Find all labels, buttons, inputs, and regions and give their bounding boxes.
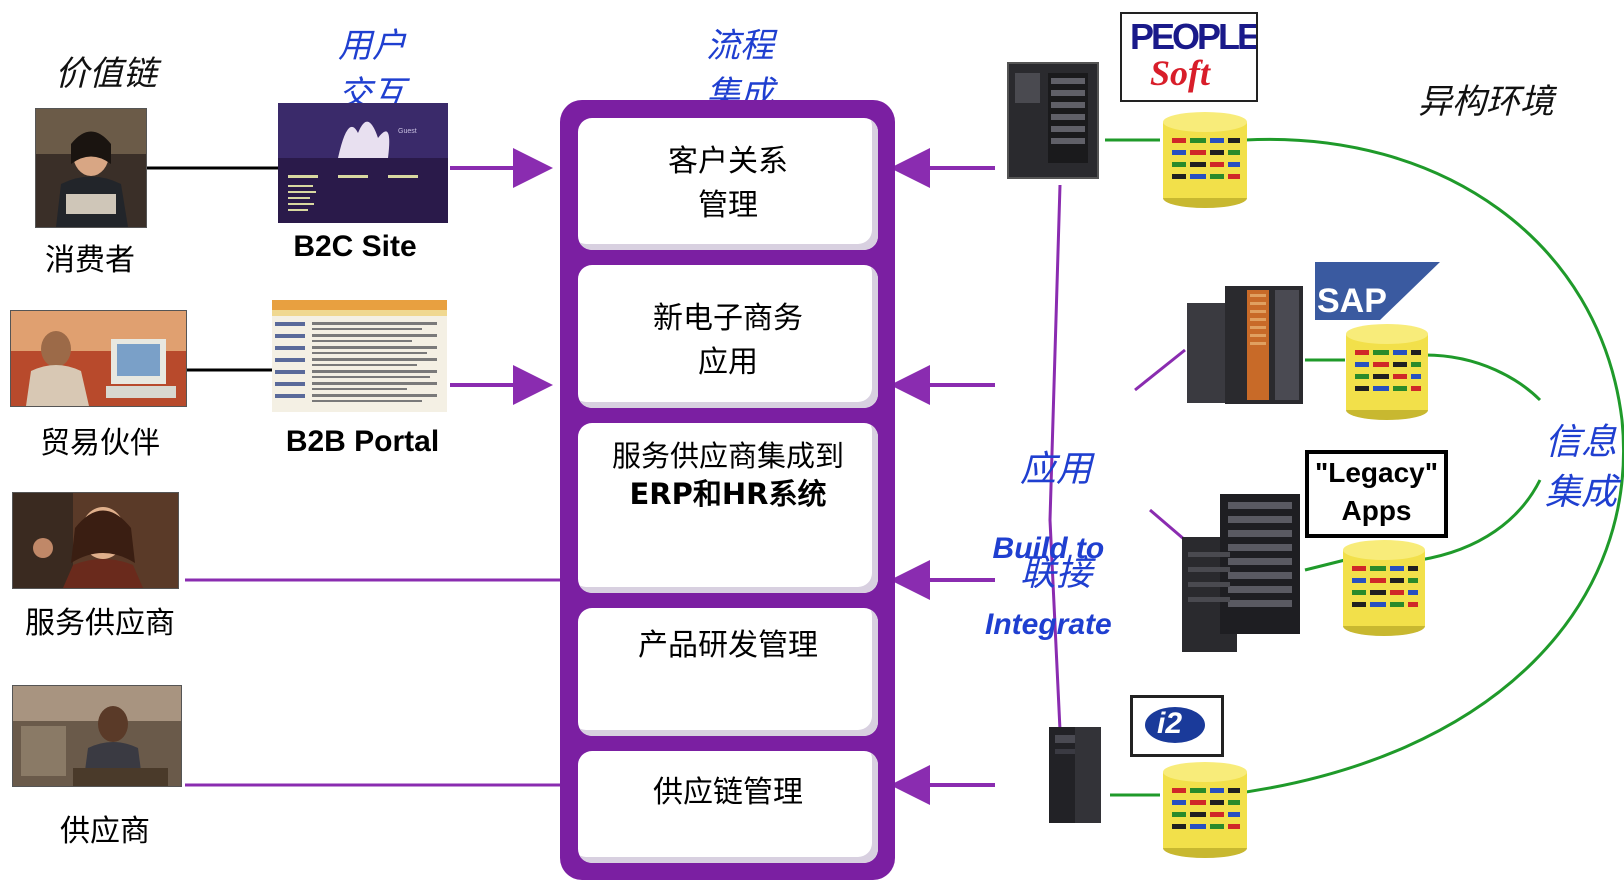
database-sap xyxy=(1343,322,1431,422)
peoplesoft-logo: PEOPLE Soft xyxy=(1120,12,1258,102)
i2-logo: i2 xyxy=(1130,695,1224,757)
green-legacy-server-db xyxy=(1304,558,1346,572)
process-crm-label: 客户关系 管理 xyxy=(668,144,788,223)
sap-logo: SAP xyxy=(1315,262,1440,320)
b2b-portal-label: B2B Portal xyxy=(285,425,440,458)
peoplesoft-logo-soft: Soft xyxy=(1150,53,1211,93)
info-integration-arc xyxy=(1224,137,1624,797)
svg-text:Guest: Guest xyxy=(398,128,417,135)
i2-logo-text: i2 xyxy=(1157,707,1183,740)
consumer-photo xyxy=(35,108,147,228)
backbone-to-sap xyxy=(1134,348,1186,392)
process-supply-chain-label: 供应链管理 xyxy=(653,775,803,810)
header-value-chain: 价值链 xyxy=(55,54,157,94)
process-box-crm: 客户关系 管理 xyxy=(578,118,878,250)
sap-logo-text: SAP xyxy=(1317,282,1387,320)
process-box-erp-hr: 服务供应商集成到 ERP和HR系统 xyxy=(578,423,878,593)
i2-server xyxy=(1045,725,1105,825)
peoplesoft-logo-people: PEOPLE xyxy=(1130,16,1258,57)
legacy-server xyxy=(1180,492,1305,654)
trade-partner-label: 贸易伙伴 xyxy=(40,426,160,461)
green-legacy-db-arc xyxy=(1419,479,1542,562)
supplier-photo xyxy=(12,685,182,787)
i2-logo-oval xyxy=(1145,707,1205,743)
process-erp-hr-label-en: ERP和HR系统 xyxy=(629,477,827,511)
header-info-integration: 信息 集成 xyxy=(1545,422,1618,513)
process-erp-hr-label-zh: 服务供应商集成到 xyxy=(611,439,844,473)
service-provider-label: 服务供应商 xyxy=(25,606,175,641)
app-connect-backbone xyxy=(1048,184,1062,731)
header-process-integration: 流程 集成 xyxy=(706,26,774,114)
b2c-site-screenshot: Guest xyxy=(278,103,448,223)
legacy-apps-box: "Legacy" Apps xyxy=(1305,450,1448,538)
build-to-integrate: Build to Integrate xyxy=(985,532,1112,641)
header-hetero-env: 异构环境 xyxy=(1418,82,1554,122)
process-box-supply-chain: 供应链管理 xyxy=(578,751,878,863)
green-sap-db-arc xyxy=(1424,353,1542,402)
service-provider-photo xyxy=(12,492,179,589)
database-peoplesoft xyxy=(1160,110,1250,210)
peoplesoft-server xyxy=(1003,58,1103,183)
process-rnd-label: 产品研发管理 xyxy=(638,628,818,663)
b2c-site-label: B2C Site xyxy=(293,230,417,263)
trade-partner-photo xyxy=(10,310,187,407)
b2b-portal-screenshot xyxy=(272,300,447,412)
supplier-label: 供应商 xyxy=(60,814,150,849)
sap-server xyxy=(1185,278,1305,406)
process-ecommerce-label: 新电子商务 应用 xyxy=(653,301,803,380)
consumer-label: 消费者 xyxy=(45,243,135,278)
header-app-connect: 应用 联接 xyxy=(1020,449,1093,594)
backbone-to-legacy xyxy=(1149,508,1186,542)
database-legacy xyxy=(1340,538,1428,638)
process-box-ecommerce: 新电子商务 应用 xyxy=(578,265,878,408)
database-i2 xyxy=(1160,760,1250,860)
process-box-rnd: 产品研发管理 xyxy=(578,608,878,736)
